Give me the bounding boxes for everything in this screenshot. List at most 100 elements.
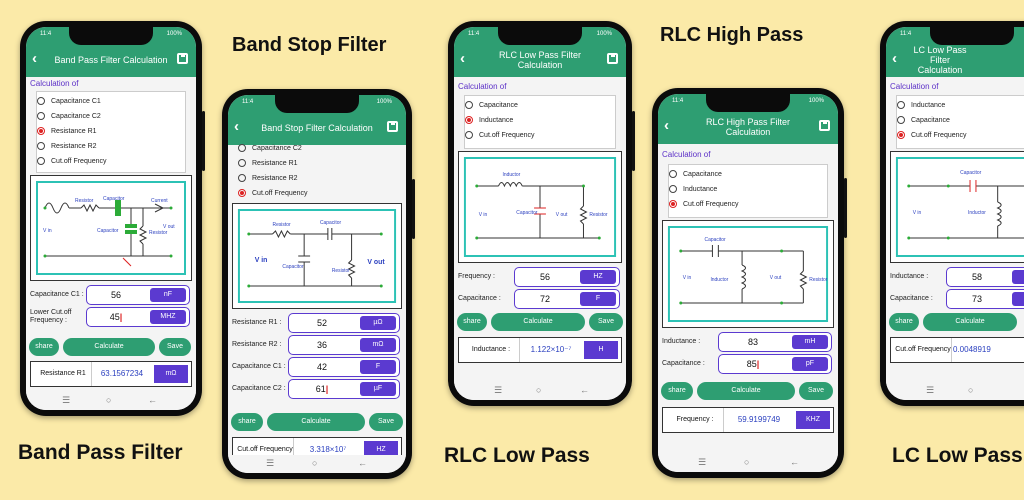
option-item[interactable]: Capacitance xyxy=(669,167,827,182)
input-value[interactable]: 45| xyxy=(87,308,145,326)
option-item[interactable]: Capacitance C1 xyxy=(37,94,185,109)
save-button[interactable]: Save xyxy=(369,413,403,431)
radio-button[interactable] xyxy=(669,185,677,193)
recents-icon[interactable]: ☰ xyxy=(266,458,275,468)
home-icon[interactable]: ○ xyxy=(968,385,974,395)
option-item[interactable]: Resistance R2 xyxy=(238,171,396,186)
option-item[interactable]: Cut.off Frequency xyxy=(669,197,827,212)
save-icon[interactable] xyxy=(607,53,618,64)
radio-button[interactable] xyxy=(37,127,45,135)
option-item[interactable]: Inductance xyxy=(669,182,827,197)
radio-button[interactable] xyxy=(37,112,45,120)
unit-dropdown[interactable]: µF xyxy=(360,382,396,396)
back-arrow-icon[interactable]: ‹ xyxy=(460,50,465,67)
back-arrow-icon[interactable]: ‹ xyxy=(892,50,897,67)
unit-dropdown[interactable]: nF xyxy=(150,288,186,302)
home-icon[interactable]: ○ xyxy=(106,395,112,405)
radio-button[interactable] xyxy=(37,142,45,150)
option-item[interactable]: Inductance xyxy=(465,113,615,128)
back-icon[interactable]: ← xyxy=(790,457,799,467)
share-button[interactable]: share xyxy=(661,382,693,400)
calculate-button[interactable]: Calculate xyxy=(491,313,585,331)
value-input[interactable]: 45| MHZ xyxy=(86,307,190,327)
input-value[interactable]: 73 xyxy=(947,290,1007,308)
share-button[interactable]: share xyxy=(457,313,487,331)
unit-dropdown[interactable]: MHZ xyxy=(150,310,186,324)
value-input[interactable]: 61| µF xyxy=(288,379,400,399)
save-button[interactable]: Save xyxy=(589,313,623,331)
radio-button[interactable] xyxy=(897,116,905,124)
input-value[interactable]: 85| xyxy=(719,355,787,373)
calculate-button[interactable]: Calculate xyxy=(923,313,1017,331)
back-arrow-icon[interactable]: ‹ xyxy=(32,50,37,67)
option-item[interactable]: Cut.off Frequency xyxy=(897,128,1024,143)
radio-button[interactable] xyxy=(465,131,473,139)
value-input[interactable]: 73 xyxy=(946,289,1024,309)
radio-button[interactable] xyxy=(669,170,677,178)
back-arrow-icon[interactable]: ‹ xyxy=(664,117,669,134)
back-icon[interactable]: ← xyxy=(358,458,367,468)
radio-button[interactable] xyxy=(238,159,246,167)
radio-button[interactable] xyxy=(238,174,246,182)
result-unit[interactable]: mΩ xyxy=(154,365,188,383)
home-icon[interactable]: ○ xyxy=(744,457,750,467)
input-value[interactable]: 83 xyxy=(719,333,787,351)
radio-button[interactable] xyxy=(465,116,473,124)
input-value[interactable]: 52 xyxy=(289,314,355,332)
option-item[interactable]: Inductance xyxy=(897,98,1024,113)
input-value[interactable]: 42 xyxy=(289,358,355,376)
option-item[interactable]: Cut.off Frequency xyxy=(238,186,396,201)
option-item[interactable]: Cut.off Frequency xyxy=(465,128,615,143)
option-item[interactable]: Capacitance xyxy=(465,98,615,113)
radio-button[interactable] xyxy=(37,97,45,105)
value-input[interactable]: 36 mΩ xyxy=(288,335,400,355)
input-value[interactable]: 72 xyxy=(515,290,575,308)
radio-button[interactable] xyxy=(897,101,905,109)
recents-icon[interactable]: ☰ xyxy=(494,385,503,395)
unit-dropdown[interactable] xyxy=(1012,270,1024,284)
share-button[interactable]: share xyxy=(889,313,919,331)
unit-dropdown[interactable]: µΩ xyxy=(360,316,396,330)
save-icon[interactable] xyxy=(819,120,830,131)
unit-dropdown[interactable]: mΩ xyxy=(360,338,396,352)
value-input[interactable]: 85| pF xyxy=(718,354,832,374)
radio-button[interactable] xyxy=(465,101,473,109)
radio-button[interactable] xyxy=(37,157,45,165)
input-value[interactable]: 36 xyxy=(289,336,355,354)
result-unit[interactable]: H xyxy=(584,341,618,359)
value-input[interactable]: 58 xyxy=(946,267,1024,287)
value-input[interactable]: 56 HZ xyxy=(514,267,620,287)
calculate-button[interactable]: Calculate xyxy=(697,382,795,400)
option-item[interactable]: Resistance R1 xyxy=(238,156,396,171)
option-item[interactable]: Cut.off Frequency xyxy=(37,154,185,169)
value-input[interactable]: 42 F xyxy=(288,357,400,377)
option-item[interactable]: Resistance R1 xyxy=(37,124,185,139)
value-input[interactable]: 52 µΩ xyxy=(288,313,400,333)
unit-dropdown[interactable] xyxy=(1012,292,1024,306)
save-icon[interactable] xyxy=(177,53,188,64)
option-item[interactable]: Capacitance C2 xyxy=(238,141,396,156)
home-icon[interactable]: ○ xyxy=(312,458,318,468)
result-unit[interactable]: HZ xyxy=(364,441,398,459)
radio-button[interactable] xyxy=(897,131,905,139)
option-item[interactable]: Capacitance xyxy=(897,113,1024,128)
input-value[interactable]: 61| xyxy=(289,380,355,398)
unit-dropdown[interactable]: HZ xyxy=(580,270,616,284)
save-button[interactable]: Save xyxy=(159,338,191,356)
recents-icon[interactable]: ☰ xyxy=(698,457,707,467)
input-value[interactable]: 58 xyxy=(947,268,1007,286)
input-value[interactable]: 56 xyxy=(515,268,575,286)
save-button[interactable]: Save xyxy=(799,382,833,400)
home-icon[interactable]: ○ xyxy=(536,385,542,395)
back-icon[interactable]: ← xyxy=(148,395,157,405)
save-icon[interactable] xyxy=(387,121,398,132)
radio-button[interactable] xyxy=(669,200,677,208)
unit-dropdown[interactable]: pF xyxy=(792,357,828,371)
radio-button[interactable] xyxy=(238,189,246,197)
option-item[interactable]: Capacitance C2 xyxy=(37,109,185,124)
back-arrow-icon[interactable]: ‹ xyxy=(234,118,239,135)
unit-dropdown[interactable]: F xyxy=(360,360,396,374)
